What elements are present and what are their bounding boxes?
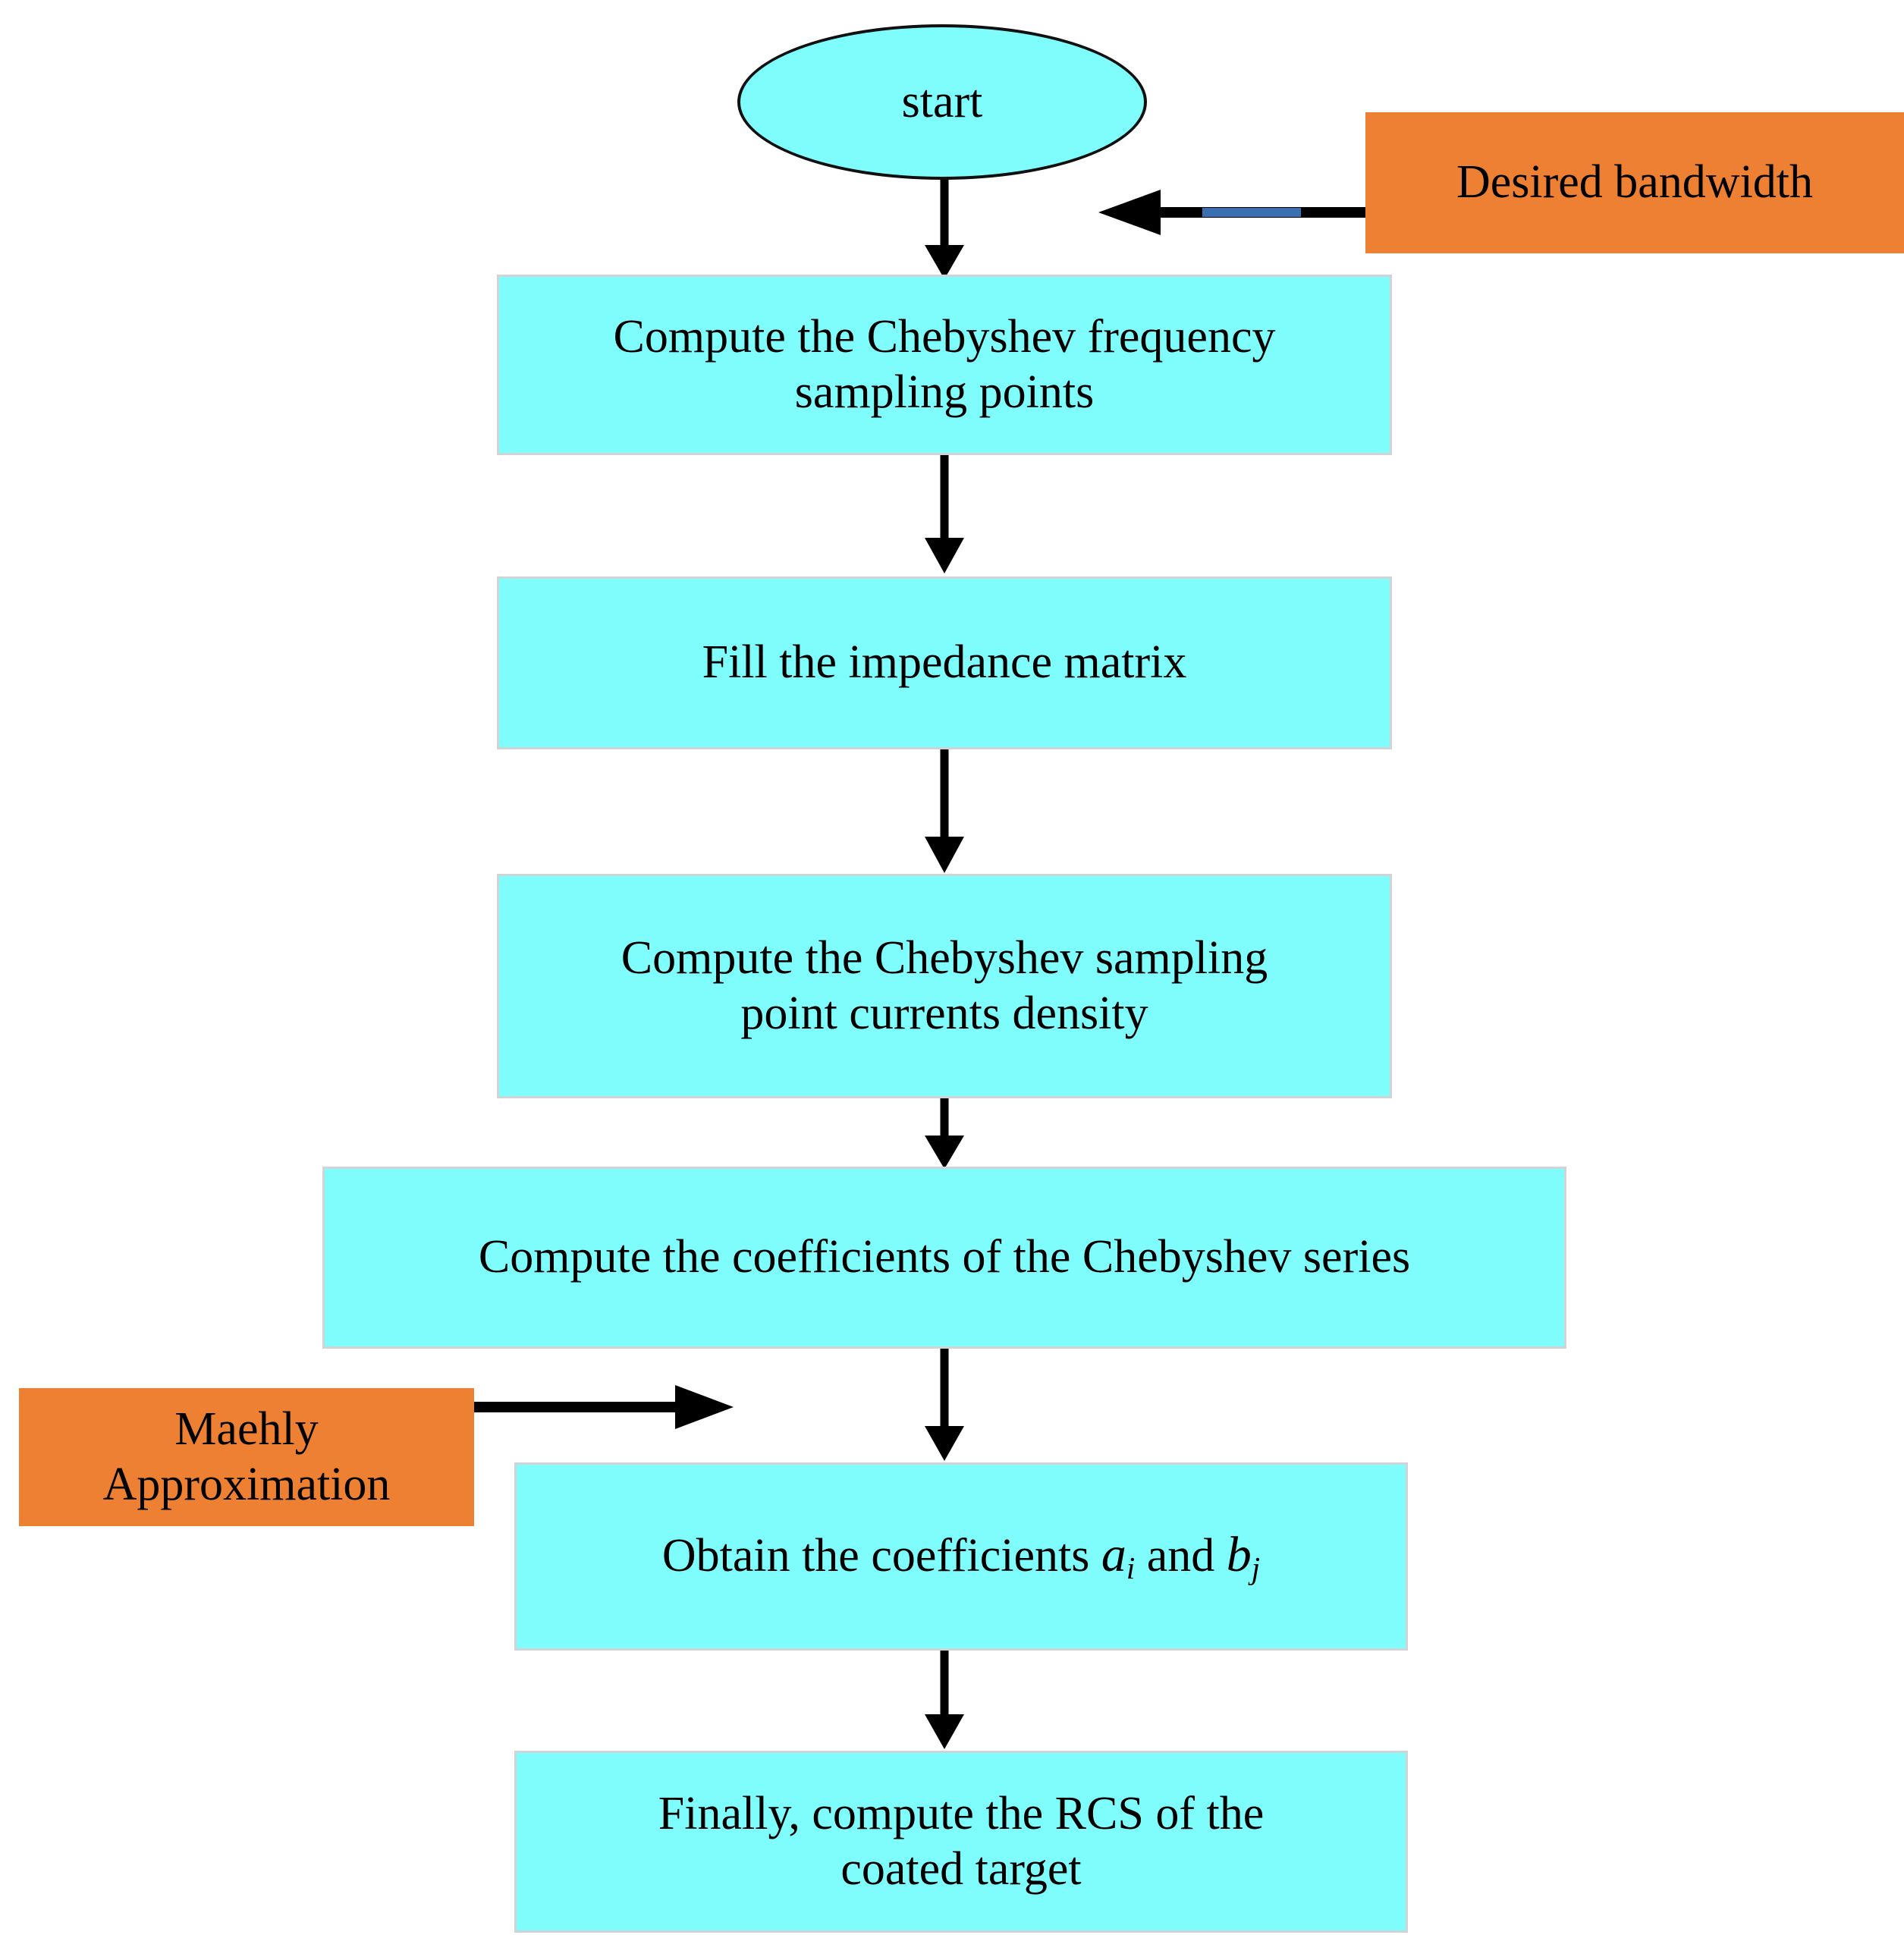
node-final-compute-rcs[interactable]: Finally, compute the RCS of the coated t… xyxy=(514,1751,1408,1933)
connector-obtain-coefficients-to-final-rcs xyxy=(910,1646,979,1752)
line-2: coated target xyxy=(840,1843,1082,1895)
line-1: Maehly xyxy=(174,1403,319,1455)
node-fill-impedance-matrix[interactable]: Fill the impedance matrix xyxy=(497,576,1392,749)
line-2: sampling points xyxy=(794,366,1095,418)
node-final-compute-rcs-label: Finally, compute the RCS of the coated t… xyxy=(628,1786,1294,1897)
node-maehly-approximation[interactable]: Maehly Approximation xyxy=(19,1388,474,1526)
node-start[interactable]: start xyxy=(737,24,1147,180)
line-2: Approximation xyxy=(102,1459,391,1510)
obtain-prefix: Obtain the coefficients xyxy=(661,1530,1101,1582)
connector-series-coefficients-to-obtain-coefficients xyxy=(910,1346,979,1464)
symbol-b: b xyxy=(1226,1527,1252,1583)
coefficient-b: bj xyxy=(1226,1527,1261,1586)
connector-maehly-to-flow xyxy=(467,1377,740,1437)
connector-chebyshev-freq-to-fill-impedance xyxy=(910,452,979,576)
symbol-a: a xyxy=(1101,1527,1126,1583)
node-desired-bandwidth[interactable]: Desired bandwidth xyxy=(1365,112,1904,253)
node-compute-series-coefficients-label: Compute the coefficients of the Chebyshe… xyxy=(478,1231,1411,1283)
node-compute-series-coefficients[interactable]: Compute the coefficients of the Chebyshe… xyxy=(322,1167,1566,1349)
connector-start-to-chebyshev-freq xyxy=(910,173,979,281)
connector-desired-bandwidth-to-flow xyxy=(1092,182,1381,243)
coefficient-a: ai xyxy=(1101,1527,1136,1586)
node-compute-currents-density-label: Compute the Chebyshev sampling point cur… xyxy=(591,931,1298,1041)
node-compute-chebyshev-frequency-label: Compute the Chebyshev frequency sampling… xyxy=(583,309,1306,420)
subscript-i: i xyxy=(1126,1551,1136,1586)
line-1: Compute the Chebyshev sampling xyxy=(621,931,1268,984)
node-desired-bandwidth-label: Desired bandwidth xyxy=(1456,156,1814,209)
node-fill-impedance-matrix-label: Fill the impedance matrix xyxy=(702,636,1187,689)
subscript-j: j xyxy=(1251,1551,1261,1586)
node-maehly-approximation-label: Maehly Approximation xyxy=(73,1402,421,1513)
connector-currents-density-to-series-coefficients xyxy=(910,1096,979,1172)
node-compute-chebyshev-frequency[interactable]: Compute the Chebyshev frequency sampling… xyxy=(497,275,1392,455)
node-compute-currents-density[interactable]: Compute the Chebyshev sampling point cur… xyxy=(497,874,1392,1098)
node-obtain-coefficients-label: Obtain the coefficients ai and bj xyxy=(632,1525,1290,1588)
line-2: point currents density xyxy=(740,988,1148,1039)
obtain-joiner: and xyxy=(1135,1530,1227,1582)
node-start-label: start xyxy=(901,75,983,127)
connector-fill-impedance-to-currents-density xyxy=(910,747,979,876)
line-1: Finally, compute the RCS of the xyxy=(658,1787,1265,1839)
line-1: Compute the Chebyshev frequency xyxy=(613,310,1276,363)
node-obtain-coefficients[interactable]: Obtain the coefficients ai and bj xyxy=(514,1462,1408,1651)
